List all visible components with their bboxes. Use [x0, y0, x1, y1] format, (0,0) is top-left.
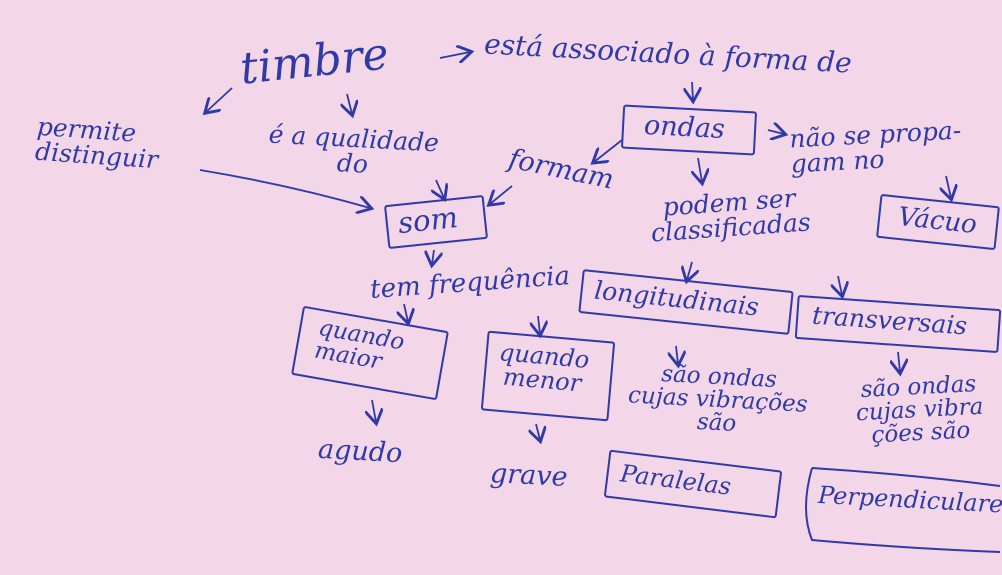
arrow-formam-som: [490, 185, 513, 204]
arrow-long-desc: [676, 345, 678, 364]
node-vacuo: Vácuo: [896, 201, 979, 241]
arrow-freq-menor: [538, 315, 540, 334]
arrow-ondas-podem: [698, 157, 702, 182]
arrow-ondas-formam: [594, 139, 623, 162]
arrow-nao-vacuo: [946, 175, 951, 198]
node-quando-menor: quando menor: [497, 338, 591, 398]
arrow-associado-ondas: [692, 81, 693, 100]
arrow-menor-grave: [536, 423, 540, 440]
arrow-timbre-qualidade: [347, 93, 352, 114]
arrow-qualidade-som: [436, 179, 444, 198]
node-agudo: agudo: [317, 433, 404, 470]
arrow-trans-desc: [898, 351, 900, 372]
arrow-timbre-permite: [206, 87, 233, 112]
node-podem-ser: podem ser classificadas: [650, 183, 812, 248]
node-permite: permite distinguir: [34, 111, 160, 175]
node-trans-desc: são ondas cujas vibra ções são: [855, 371, 985, 449]
arrow-class-trans: [838, 275, 842, 295]
node-som: som: [396, 199, 460, 241]
node-long-desc: são ondas cujas vibrações são: [627, 361, 809, 437]
arrow-ondas-nao: [767, 130, 784, 134]
arrow-class-long: [687, 261, 692, 280]
arrow-permite-som: [199, 169, 370, 208]
node-grave: grave: [489, 457, 569, 494]
node-nao-propagam: não se propa- gam no: [788, 115, 962, 179]
arrow-maior-agudo: [372, 399, 376, 422]
arrow-som-freq: [432, 249, 434, 264]
arrow-timbre-associado: [439, 52, 470, 58]
node-ondas: ondas: [643, 109, 726, 146]
perpendiculares-outline: [805, 467, 1001, 553]
arrow-freq-maior: [404, 303, 408, 322]
node-qualidade: é a qualidade do: [268, 119, 440, 179]
